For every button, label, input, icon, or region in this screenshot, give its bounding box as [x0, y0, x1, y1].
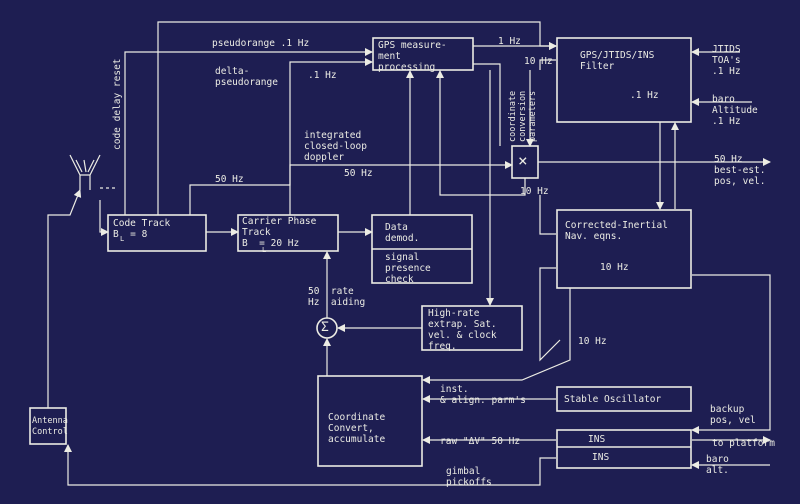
stable-oscillator-box: [556, 386, 692, 412]
ten-hz-mid-label: 10 Hz: [520, 186, 549, 197]
gps-to-multiplier-line: [473, 63, 501, 146]
stable-oscillator-label: Stable Oscillator: [564, 394, 662, 405]
inst-align-label: inst. & align. parm's: [440, 384, 526, 406]
gps-measurement-box: [372, 37, 474, 71]
multiplier-feedback-line: [436, 70, 526, 196]
backup-pos-vel-line: [691, 274, 771, 434]
filter-ten-hz-line: [539, 59, 556, 70]
best-estimate-label: 50 Hz best-est. pos, vel.: [714, 154, 766, 187]
coord-conv-params-label: coordinate conversion parameters: [508, 90, 538, 142]
delta-rate-label: .1 Hz: [308, 70, 337, 81]
coordinate-convert-box: [317, 375, 423, 467]
baro-altitude-label: baro Altitude .1 Hz: [712, 94, 758, 127]
code-track-subscript: L: [120, 235, 125, 243]
pseudorange-line: [124, 48, 373, 215]
baro-alt-label: baro alt.: [706, 454, 729, 476]
antenna-control-label: Antenna Control: [32, 416, 68, 437]
coordinate-convert-label: Coordinate Convert, accumulate: [328, 412, 386, 445]
delta-pseudorange-label: delta- pseudorange: [215, 66, 278, 88]
ten-hz-top-label: 10 Hz: [524, 56, 553, 67]
doppler-line: [189, 161, 513, 215]
summer-symbol: Σ: [321, 320, 329, 335]
ins-upper-label: INS: [588, 434, 606, 445]
integrated-doppler-label: integrated closed-loop doppler: [304, 130, 367, 163]
antenna-control-line: [47, 189, 82, 408]
ins-box: [556, 429, 692, 469]
code-track-label: Code Track B = 8: [113, 218, 171, 240]
ins-lower-label: INS: [592, 452, 610, 463]
inertial-to-feedback-line: [539, 195, 556, 235]
signal-presence-label: signal presence check: [385, 252, 431, 285]
rate-aiding-label: 50 rate Hz aiding: [308, 286, 366, 308]
one-hz-label: 1 Hz: [498, 36, 521, 47]
antenna-to-code-line: [99, 200, 109, 236]
jtids-toa-label: JTIDS TOA's .1 Hz: [712, 44, 741, 77]
backup-label: backup pos, vel: [710, 404, 756, 426]
to-platform-label: to platform: [712, 438, 775, 449]
carrier-phase-label: Carrier Phase Track B = 20 Hz: [242, 216, 317, 249]
data-demod-label: Data demod.: [385, 222, 420, 244]
corrected-inertial-label: Corrected-Inertial Nav. eqns.: [565, 220, 668, 242]
fifty-hz-b-label: 50 Hz: [344, 168, 373, 179]
delta-pseudorange-line: [289, 58, 373, 215]
raw-dv-label: raw "ΔV" 50 Hz: [440, 436, 521, 447]
high-rate-label: High-rate extrap. Sat. vel. & clock freq…: [428, 308, 497, 352]
inertial-ten-hz-line: [422, 288, 571, 384]
corrected-inertial-box: [556, 209, 692, 289]
filter-box: [556, 37, 692, 123]
antenna-symbol: [69, 154, 101, 190]
gimbal-line: [64, 444, 556, 486]
ten-hz-low-label: 10 Hz: [578, 336, 607, 347]
code-delay-reset-label: code delay reset: [112, 58, 123, 150]
carrier-phase-subscript: L: [262, 246, 267, 254]
pseudorange-label: pseudorange .1 Hz: [212, 38, 310, 49]
inertial-to-convert-line: [539, 267, 561, 362]
code-delay-reset-line: [157, 21, 557, 215]
corrected-inertial-rate-label: 10 Hz: [600, 262, 629, 273]
gps-measurement-label: GPS measure- ment processing: [378, 40, 447, 73]
multiplier-symbol: ×: [518, 151, 528, 170]
filter-rate-label: .1 Hz: [630, 90, 659, 101]
gimbal-label: gimbal pickoffs: [446, 466, 492, 488]
filter-label: GPS/JTIDS/INS Filter: [580, 50, 655, 72]
fifty-hz-a-label: 50 Hz: [215, 174, 244, 185]
